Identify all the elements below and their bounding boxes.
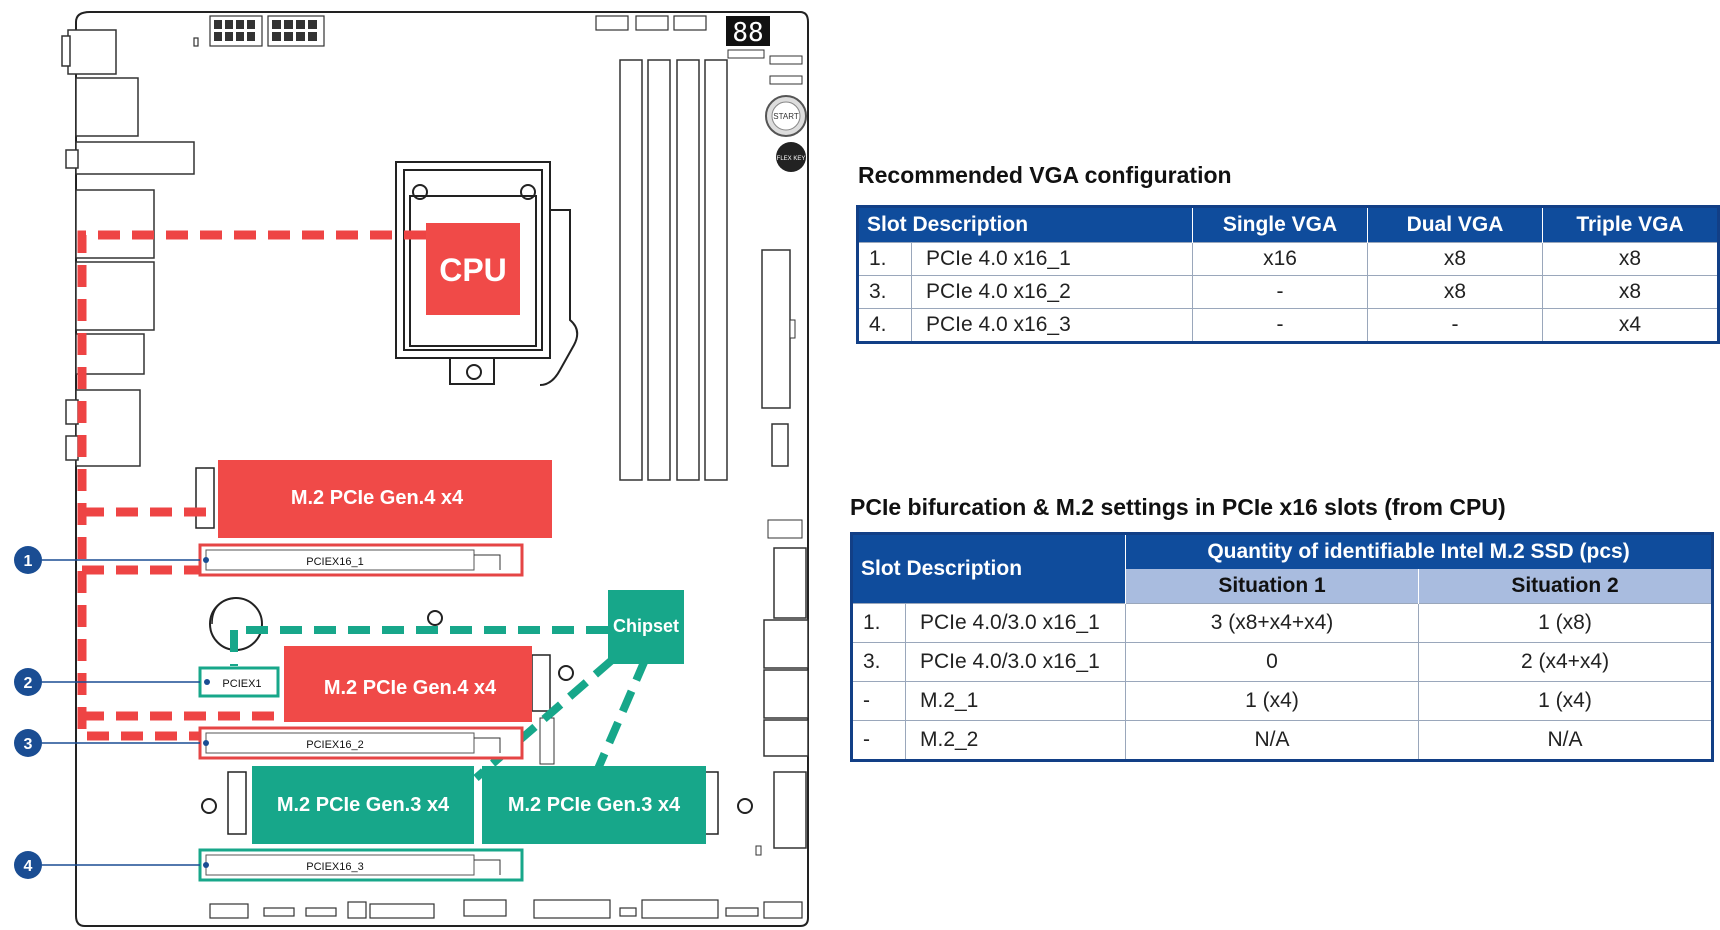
debug-led-display: 88 [726, 16, 770, 59]
front-usb-header [539, 717, 555, 765]
cpu-lane-lines [77, 230, 426, 741]
cpu-block [426, 223, 520, 315]
svg-text:PCIEX16_3: PCIEX16_3 [306, 861, 363, 873]
table-row: 1. PCIe 4.0 x16_1 x16 x8 x8 [857, 242, 1719, 276]
table-row: - M.2_2 N/A N/A [851, 720, 1713, 761]
vga-config-table: Slot Description Single VGA Dual VGA Tri… [856, 205, 1720, 344]
top-connector-pins [214, 20, 317, 41]
svg-text:M.2 PCIe Gen.4 x4: M.2 PCIe Gen.4 x4 [291, 487, 464, 509]
vga-header-triple: Triple VGA [1542, 206, 1719, 243]
svg-text:FLEX KEY: FLEX KEY [777, 156, 806, 162]
bifurcation-table: Slot Description Quantity of identifiabl… [850, 532, 1714, 762]
atx-24pin-connector [761, 249, 796, 409]
svg-text:M.2 PCIe Gen.3 x4: M.2 PCIe Gen.3 x4 [277, 794, 450, 816]
chipset-label: Chipset [613, 616, 679, 636]
svg-text:4: 4 [24, 858, 33, 875]
motherboard-diagram: 88 START FLEX KEY [14, 11, 809, 927]
m2-slot-3: M.2 PCIe Gen.3 x4 [252, 766, 474, 844]
flex-key-button: FLEX KEY [776, 142, 806, 172]
rear-io-ports [61, 29, 195, 467]
svg-text:START: START [773, 112, 799, 121]
cpu-socket [395, 161, 579, 386]
svg-text:PCIEX16_2: PCIEX16_2 [306, 739, 363, 751]
svg-text:M.2 PCIe Gen.4 x4: M.2 PCIe Gen.4 x4 [324, 677, 497, 699]
vga-header-dual: Dual VGA [1367, 206, 1543, 243]
bif-header-slot: Slot Description [851, 533, 1126, 604]
m2-slot-4: M.2 PCIe Gen.3 x4 [482, 766, 706, 844]
vga-table-title: Recommended VGA configuration [858, 162, 1232, 188]
dimm-slots [619, 59, 728, 481]
table-row: 4. PCIe 4.0 x16_3 - - x4 [857, 308, 1719, 343]
pcie-slot-x1: PCIEX1 [198, 666, 280, 698]
small-headers-right [769, 55, 803, 85]
bif-header-situation-1: Situation 1 [1125, 569, 1419, 604]
pcie-slot-x16-1: PCIEX16_1 [198, 543, 524, 577]
cpu-label: CPU [439, 252, 507, 288]
fan-header [767, 519, 803, 539]
table-row: 3. PCIe 4.0 x16_2 - x8 x8 [857, 275, 1719, 309]
callout-2: 2 [14, 668, 200, 696]
table-row: - M.2_1 1 (x4) 1 (x4) [851, 681, 1713, 721]
svg-text:PCIEX1: PCIEX1 [222, 678, 261, 690]
sata-ports-right [763, 547, 809, 849]
table-row: 3. PCIe 4.0/3.0 x16_1 0 2 (x4+x4) [851, 642, 1713, 682]
sata-connector [771, 423, 789, 467]
bif-header-group: Quantity of identifiable Intel M.2 SSD (… [1125, 533, 1713, 569]
bif-table-title: PCIe bifurcation & M.2 settings in PCIe … [850, 494, 1506, 520]
svg-text:3: 3 [24, 736, 33, 753]
table-row: 1. PCIe 4.0/3.0 x16_1 3 (x8+x4+x4) 1 (x8… [851, 603, 1713, 643]
mounting-holes [201, 610, 753, 814]
callout-1: 1 [14, 546, 200, 574]
callout-4: 4 [14, 851, 200, 879]
svg-text:M.2 PCIe Gen.3 x4: M.2 PCIe Gen.3 x4 [508, 794, 681, 816]
bif-header-situation-2: Situation 2 [1418, 569, 1713, 604]
callout-3: 3 [14, 729, 200, 757]
vga-header-slot: Slot Description [857, 206, 1193, 243]
svg-text:1: 1 [24, 553, 33, 570]
m2-slot-2: M.2 PCIe Gen.4 x4 [284, 646, 532, 722]
pcie-slot-x16-2: PCIEX16_2 [198, 726, 524, 760]
svg-text:PCIEX16_1: PCIEX16_1 [306, 556, 363, 568]
start-button: START [765, 95, 807, 137]
vga-header-single: Single VGA [1192, 206, 1368, 243]
pcie-slot-x16-3: PCIEX16_3 [198, 848, 524, 882]
debug-led-text: 88 [732, 18, 763, 48]
chipset-block [608, 590, 684, 664]
svg-text:2: 2 [24, 675, 33, 692]
bottom-headers [209, 899, 803, 919]
m2-slot-1: M.2 PCIe Gen.4 x4 [218, 460, 552, 538]
